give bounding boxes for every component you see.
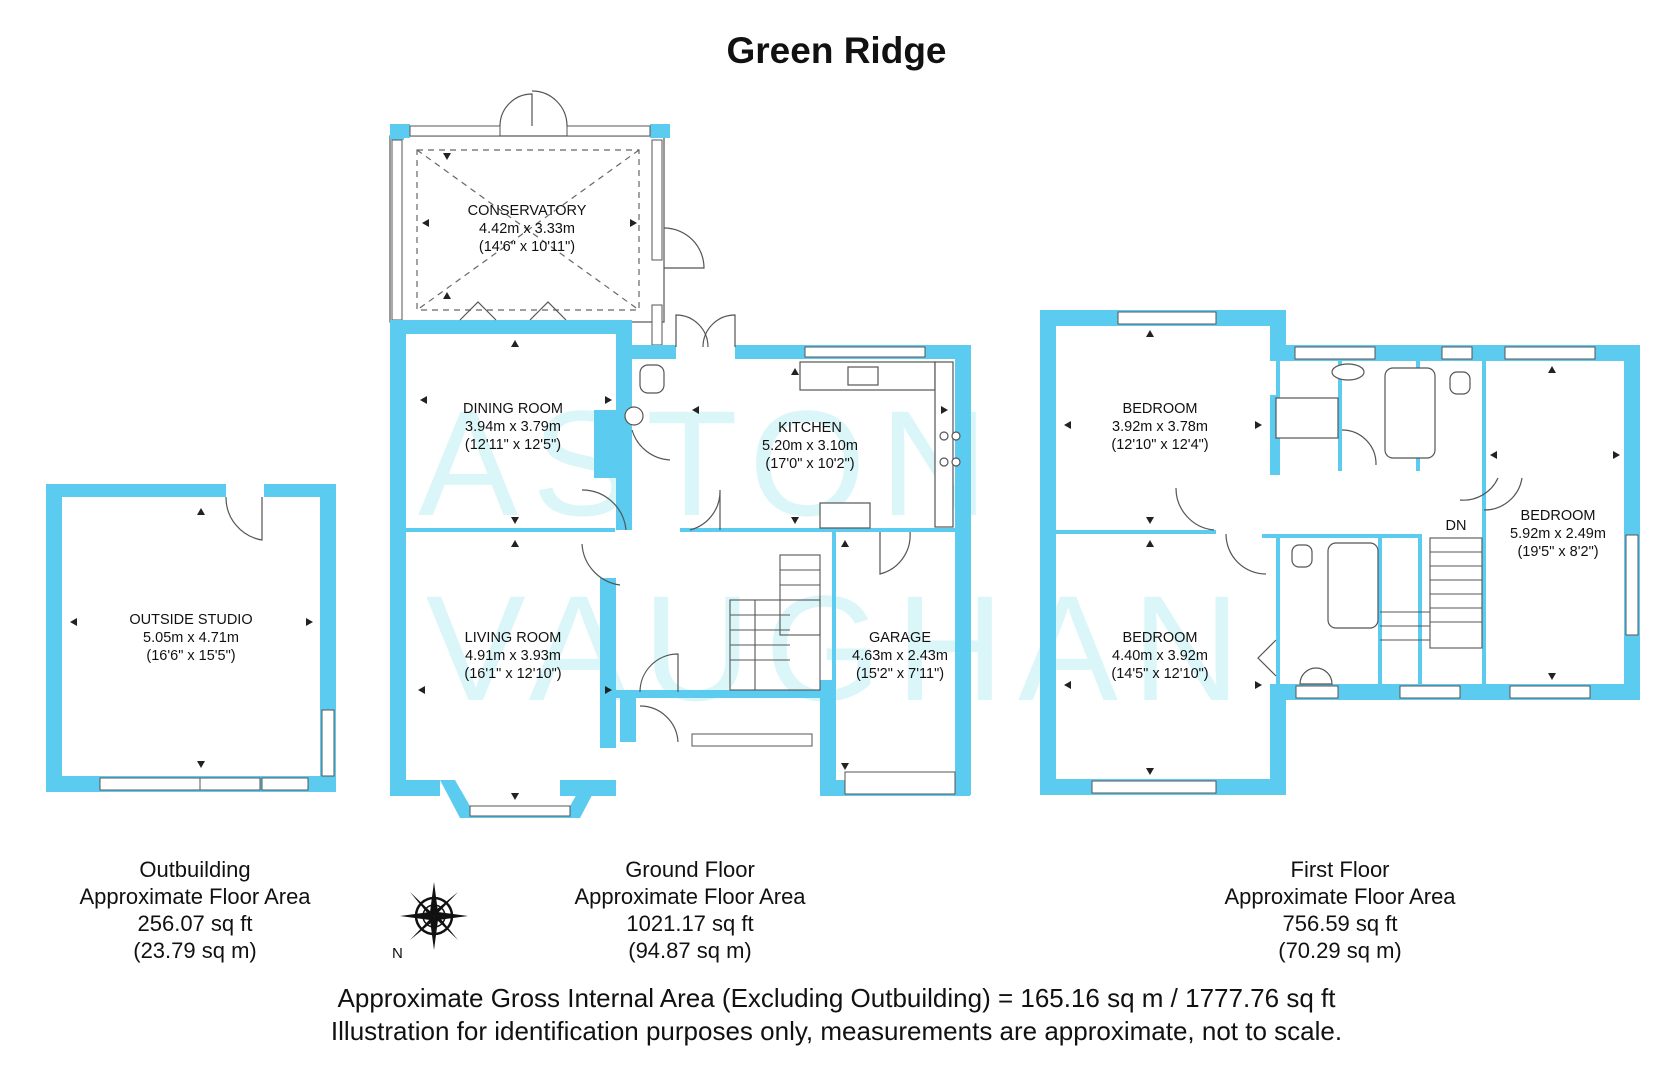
room-bedroom-1-label: BEDROOM 3.92m x 3.78m (12'10" x 12'4") [1111, 401, 1208, 453]
svg-text:5.05m x 4.71m: 5.05m x 4.71m [143, 630, 239, 646]
svg-text:(16'1" x 12'10"): (16'1" x 12'10") [464, 666, 561, 682]
footer: Approximate Gross Internal Area (Excludi… [0, 982, 1673, 1048]
ground-floor-area-sqm: (94.87 sq m) [628, 938, 752, 963]
ground-floor-area-label: Approximate Floor Area [574, 884, 806, 909]
first-floor-name: First Floor [1290, 857, 1390, 882]
room-kitchen-label: KITCHEN 5.20m x 3.10m (17'0" x 10'2") [762, 420, 858, 472]
svg-text:4.63m x 2.43m: 4.63m x 2.43m [852, 648, 948, 664]
svg-text:4.91m x 3.93m: 4.91m x 3.93m [465, 648, 561, 664]
outbuilding-area-sqm: (23.79 sq m) [133, 938, 257, 963]
first-floor-area-label: Approximate Floor Area [1224, 884, 1456, 909]
svg-text:GARAGE: GARAGE [869, 630, 931, 646]
room-bedroom-2-label: BEDROOM 4.40m x 3.92m (14'5" x 12'10") [1111, 630, 1208, 682]
svg-text:OUTSIDE STUDIO: OUTSIDE STUDIO [129, 612, 252, 628]
svg-text:3.92m x 3.78m: 3.92m x 3.78m [1112, 419, 1208, 435]
outbuilding-area-block: Outbuilding Approximate Floor Area 256.0… [60, 856, 330, 964]
svg-text:KITCHEN: KITCHEN [778, 420, 842, 436]
svg-text:(17'0" x 10'2"): (17'0" x 10'2") [765, 456, 854, 472]
svg-text:LIVING ROOM: LIVING ROOM [465, 630, 562, 646]
svg-text:DINING ROOM: DINING ROOM [463, 401, 563, 417]
svg-text:5.92m x 2.49m: 5.92m x 2.49m [1510, 526, 1606, 542]
outbuilding-area-sqft: 256.07 sq ft [137, 911, 253, 936]
first-floor-area-sqft: 756.59 sq ft [1282, 911, 1398, 936]
svg-text:3.94m x 3.79m: 3.94m x 3.79m [465, 419, 561, 435]
plan-title: Green Ridge [726, 30, 947, 71]
outbuilding-plan [46, 483, 336, 792]
ground-floor-plan [389, 90, 971, 818]
svg-text:(15'2" x 7'11"): (15'2" x 7'11") [856, 666, 944, 682]
room-bedroom-3-label: BEDROOM 5.92m x 2.49m (19'5" x 8'2") [1510, 508, 1606, 560]
room-conservatory-label: CONSERVATORY 4.42m x 3.33m (14'6" x 10'1… [468, 203, 587, 255]
room-living-room-label: LIVING ROOM 4.91m x 3.93m (16'1" x 12'10… [464, 630, 561, 682]
svg-text:BEDROOM: BEDROOM [1123, 401, 1198, 417]
disclaimer: Illustration for identification purposes… [330, 1016, 1343, 1046]
svg-text:CONSERVATORY: CONSERVATORY [468, 203, 587, 219]
svg-text:(12'10" x 12'4"): (12'10" x 12'4") [1111, 437, 1208, 453]
svg-text:(14'5" x 12'10"): (14'5" x 12'10") [1111, 666, 1208, 682]
stairs-down-label: DN [1446, 518, 1467, 534]
svg-text:5.20m x 3.10m: 5.20m x 3.10m [762, 438, 858, 454]
outbuilding-area-label: Approximate Floor Area [79, 884, 311, 909]
ground-floor-area-block: Ground Floor Approximate Floor Area 1021… [550, 856, 830, 964]
first-floor-plan [1040, 310, 1640, 795]
svg-text:4.40m x 3.92m: 4.40m x 3.92m [1112, 648, 1208, 664]
svg-text:(19'5" x 8'2"): (19'5" x 8'2") [1517, 544, 1598, 560]
first-floor-area-sqm: (70.29 sq m) [1278, 938, 1402, 963]
svg-text:BEDROOM: BEDROOM [1521, 508, 1596, 524]
room-dining-room-label: DINING ROOM 3.94m x 3.79m (12'11" x 12'5… [463, 401, 563, 453]
first-floor-area-block: First Floor Approximate Floor Area 756.5… [1200, 856, 1480, 964]
compass-north-label: N [392, 945, 403, 960]
svg-text:4.42m x 3.33m: 4.42m x 3.33m [479, 221, 575, 237]
gross-internal-area: Approximate Gross Internal Area (Excludi… [337, 983, 1336, 1013]
room-outside-studio-label: OUTSIDE STUDIO 5.05m x 4.71m (16'6" x 15… [129, 612, 252, 664]
svg-text:(14'6" x 10'11"): (14'6" x 10'11") [479, 239, 575, 255]
svg-text:(12'11" x 12'5"): (12'11" x 12'5") [465, 437, 561, 453]
room-garage-label: GARAGE 4.63m x 2.43m (15'2" x 7'11") [852, 630, 948, 682]
svg-text:BEDROOM: BEDROOM [1123, 630, 1198, 646]
svg-text:(16'6" x 15'5"): (16'6" x 15'5") [146, 648, 235, 664]
compass-rose-icon: N [392, 882, 468, 960]
outbuilding-name: Outbuilding [139, 857, 251, 882]
ground-floor-name: Ground Floor [625, 857, 755, 882]
ground-floor-area-sqft: 1021.17 sq ft [626, 911, 754, 936]
